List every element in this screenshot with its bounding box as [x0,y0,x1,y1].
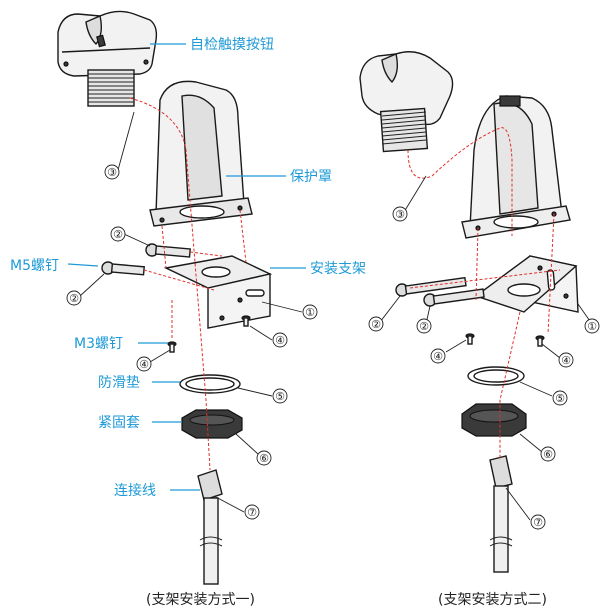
part-number-4-left-b: ④ [136,356,152,372]
m5-screw-left-a [145,243,191,258]
label-self-check-button: 自检触摸按钮 [190,37,274,53]
svg-text:⑤: ⑤ [275,390,285,403]
guide-line-left-main [129,97,211,471]
protective-cover-right [461,95,571,239]
svg-text:②: ② [113,228,123,241]
label-connecting-wire: 连接线 [114,482,156,499]
part-number-5-right: ⑤ [552,390,568,406]
svg-text:⑥: ⑥ [259,452,269,465]
part-number-2-left-a: ② [110,226,126,242]
svg-text:③: ③ [395,208,405,221]
svg-text:⑦: ⑦ [247,506,257,519]
label-fastening-sleeve: 紧固套 [98,415,140,431]
part-number-4-right-a: ④ [430,348,446,364]
m3-screw-left-b [241,315,251,327]
guide-line-left-m5-b [143,269,215,291]
label-protective-cover: 保护罩 [290,169,332,185]
connecting-wire-left [197,469,223,585]
label-m3-screw: M3螺钉 [74,336,123,352]
part-number-7-right: ⑦ [530,514,546,530]
touch-button-head-right [359,51,454,153]
svg-text:⑤: ⑤ [555,392,565,405]
part-number-2-right-b: ② [416,318,432,334]
svg-text:①: ① [305,306,315,319]
svg-text:⑦: ⑦ [533,516,543,529]
svg-text:④: ④ [433,350,443,363]
m3-screw-right-a [465,333,475,345]
fastening-sleeve-left [181,409,243,439]
part-number-6-right: ⑥ [540,446,556,462]
caption-method-one: (支架安装方式一) [146,592,255,608]
svg-text:②: ② [69,292,79,305]
svg-text:②: ② [419,320,429,333]
fastening-sleeve-right [461,403,527,437]
part-number-4-left-a: ④ [272,332,288,348]
mounting-bracket-right [474,255,579,313]
guide-line-right-main [407,127,513,236]
label-anti-slip-pad: 防滑垫 [98,374,140,391]
label-mounting-bracket: 安装支架 [310,261,366,277]
touch-button-head-left [57,10,158,107]
part-number-3-left: ③ [104,164,120,180]
part-number-3-right: ③ [392,206,408,222]
part-number-2-left-b: ② [66,290,82,306]
guide-line-right-m3-b [547,213,555,335]
m5-screw-left-b [101,261,145,276]
guide-line-right-bottom [499,311,521,460]
m3-screw-right-b [535,335,545,347]
mounting-bracket-left [163,255,273,329]
guide-line-left-screw-b [239,209,247,263]
guide-line-left-screw-a [161,225,167,269]
svg-text:①: ① [587,320,597,333]
caption-method-two: (支架安装方式二) [438,592,547,608]
guide-line-right-m5 [409,269,561,289]
svg-text:④: ④ [561,354,571,367]
anti-slip-pad-right [467,366,525,386]
part-number-1-right: ① [584,318,600,334]
m3-screw-left-a [167,341,177,353]
part-number-1-left: ① [302,304,318,320]
connecting-wire-right [489,455,513,573]
part-number-5-left: ⑤ [272,388,288,404]
assembly-method-two: ③ ② ② ① ④ ④ ⑤ ⑥ ⑦ (支架安装方式二) [359,51,600,608]
svg-text:⑥: ⑥ [543,448,553,461]
part-number-6-left: ⑥ [256,450,272,466]
svg-text:③: ③ [107,166,117,179]
svg-text:④: ④ [275,334,285,347]
svg-text:②: ② [371,318,381,331]
guide-line-right-m3-a [475,227,479,301]
label-m5-screw: M5螺钉 [10,258,59,274]
guide-line-left-m5-a [189,251,223,257]
protective-cover-left [149,80,253,227]
part-number-7-left: ⑦ [244,504,260,520]
m5-screw-right-b [423,288,485,307]
part-number-4-right-b: ④ [558,352,574,368]
assembly-method-one: ③ ② ② ① ④ ④ ⑤ ⑥ ⑦ 自检触摸按钮 保护罩 安装支架 M5螺钉 M… [10,10,366,608]
svg-text:④: ④ [139,358,149,371]
anti-slip-pad-left [179,374,241,394]
part-number-2-right-a: ② [368,316,384,332]
leader-m5-screw [67,263,99,267]
